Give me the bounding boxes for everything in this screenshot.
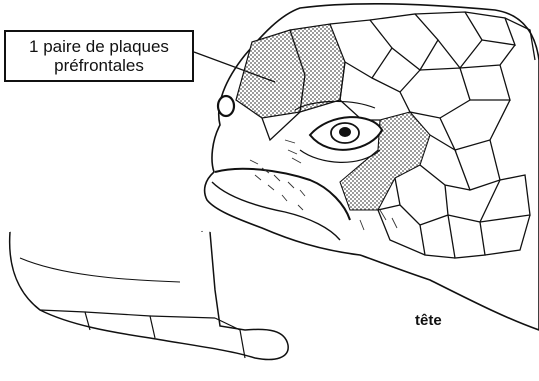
nostril (218, 96, 234, 116)
callout-line-1: 1 paire de plaques (29, 37, 169, 56)
head-caption: tête (415, 312, 442, 329)
callout-line-2: préfrontales (54, 56, 144, 75)
prefrontal-plates-callout: 1 paire de plaques préfrontales (4, 30, 194, 82)
jaw-detail (10, 232, 289, 359)
